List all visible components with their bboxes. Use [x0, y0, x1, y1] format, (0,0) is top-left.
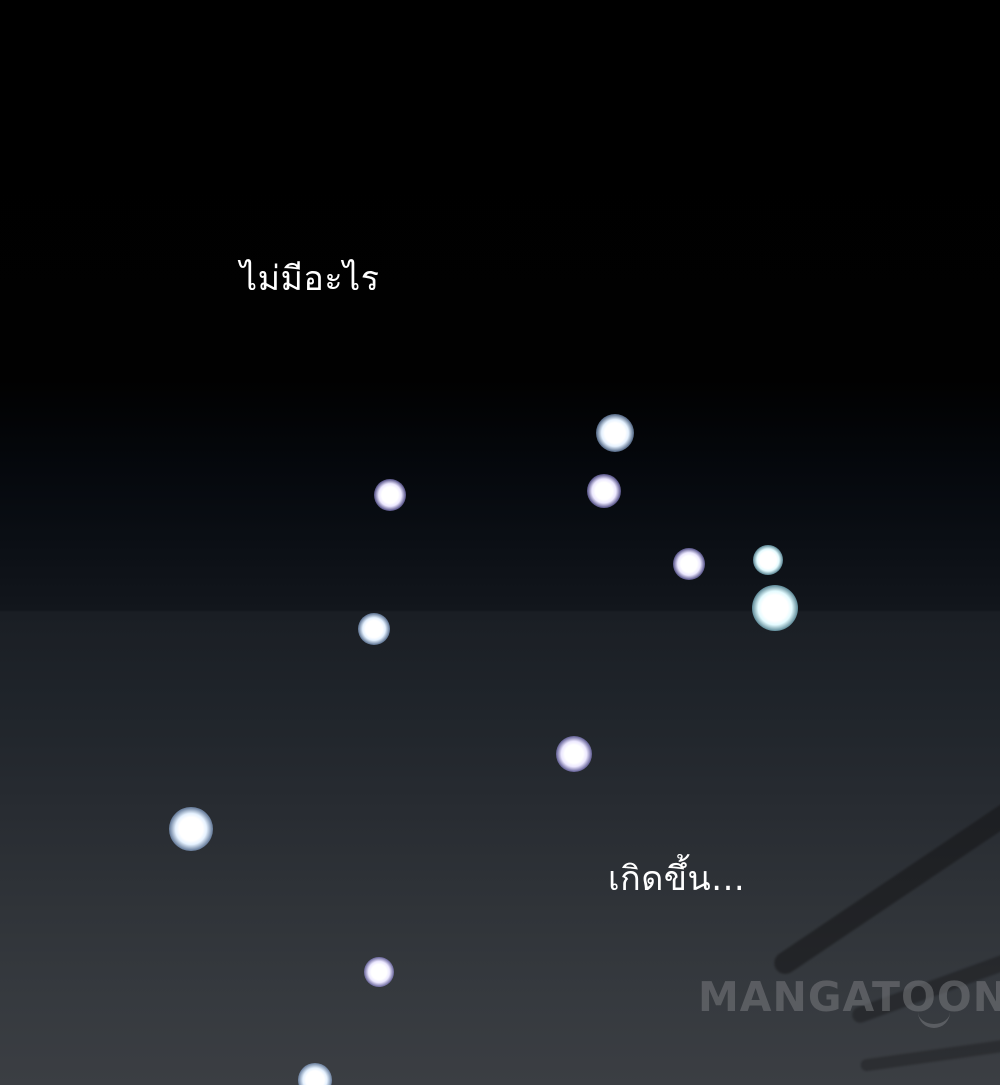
light-orb — [364, 957, 394, 987]
light-orb — [673, 548, 705, 580]
light-orb — [298, 1063, 332, 1085]
light-orb — [358, 613, 390, 645]
brush-stroke — [770, 775, 1000, 979]
light-orb — [169, 807, 213, 851]
light-orb — [753, 545, 783, 575]
caption-nothing: ไม่มีอะไร — [240, 259, 380, 299]
caption-happened: เกิดขึ้น... — [608, 859, 746, 899]
mangatoon-watermark: MANGATOON — [698, 973, 1000, 1021]
light-orb — [587, 474, 621, 508]
watermark-smile-icon — [918, 1010, 950, 1028]
light-orb — [752, 585, 798, 631]
light-orb — [556, 736, 592, 772]
light-orb — [596, 414, 634, 452]
light-orb — [374, 479, 406, 511]
brush-stroke — [860, 1032, 1000, 1072]
